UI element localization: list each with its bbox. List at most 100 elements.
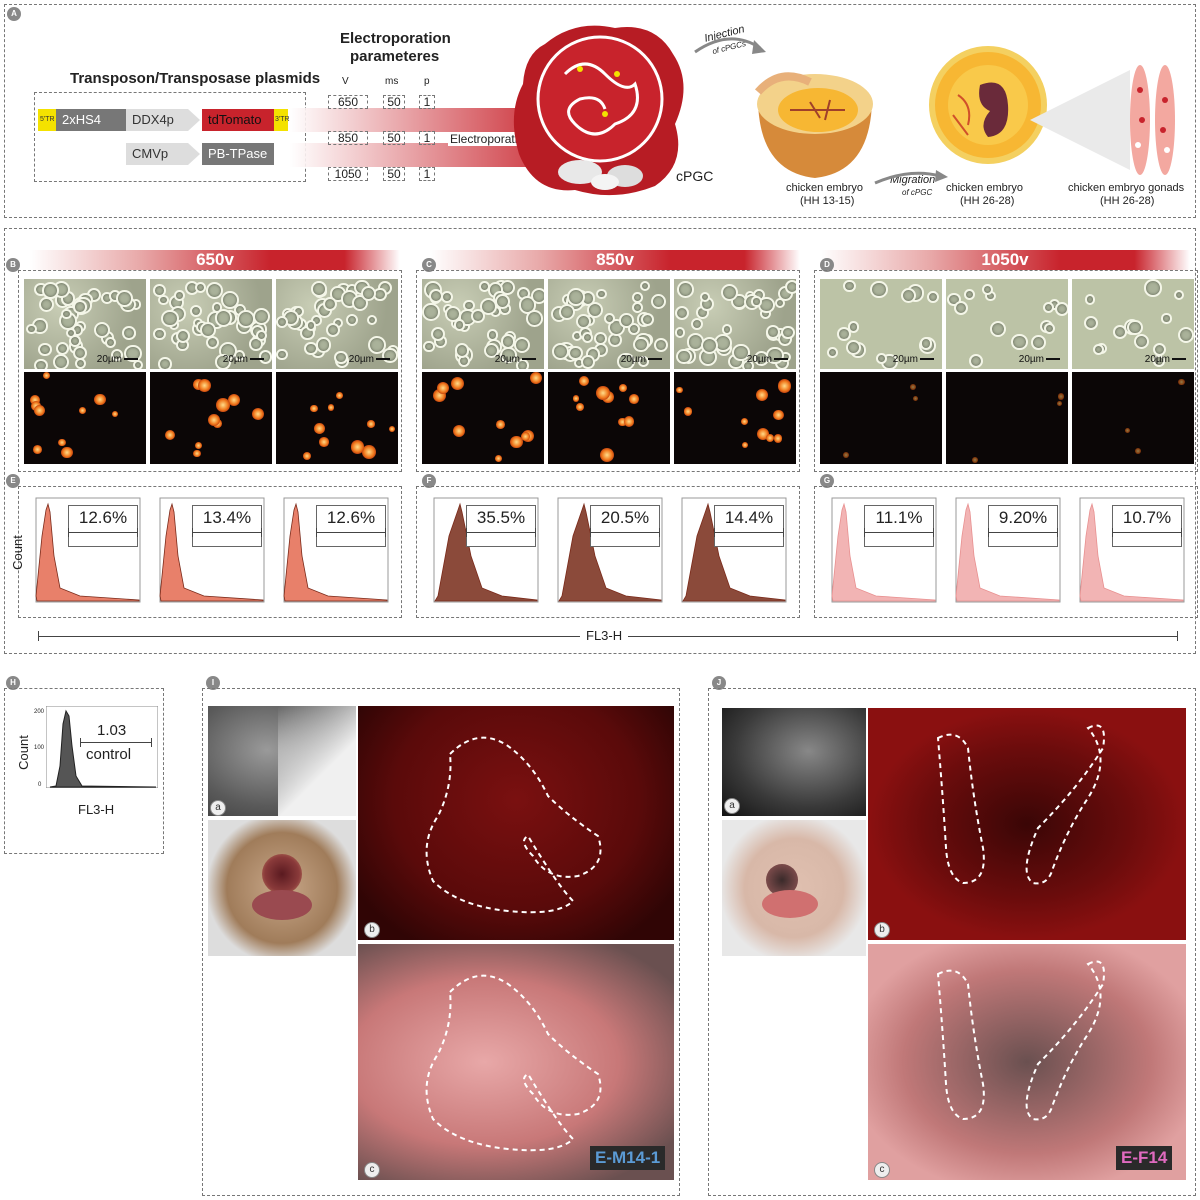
h-axis-label: FL3-H	[78, 802, 115, 817]
brightfield-image: 20µm	[24, 279, 146, 369]
scale-bar: 20µm	[893, 354, 934, 365]
fluorescence-image	[820, 372, 942, 464]
panel-label-e: E	[6, 474, 20, 488]
migration-label: Migration	[890, 174, 936, 186]
row1-v: 650	[328, 95, 368, 109]
band-1050v: 1050v	[820, 250, 1190, 270]
fluorescence-image	[548, 372, 670, 464]
col-ms: ms	[385, 76, 399, 87]
band-650v: 650v	[30, 250, 400, 270]
hs4-segment: 2xHS4	[56, 109, 126, 131]
h-ytick-0: 0	[38, 782, 42, 788]
gate-bar	[590, 528, 660, 537]
j-sub-a: a	[724, 798, 740, 814]
band-1050v-label: 1050v	[981, 250, 1029, 269]
panel-label-i: I	[206, 676, 220, 690]
j-c-gonad-outline	[936, 960, 1105, 1121]
scale-bar-label: 20µm	[222, 354, 248, 365]
panel-label-a: A	[7, 7, 21, 21]
histogram-curve	[35, 502, 140, 602]
panel-label-h: H	[6, 676, 20, 690]
gate-percentage: 11.1%	[864, 505, 934, 547]
gate-bar	[1112, 528, 1182, 537]
row3-v: 1050	[328, 167, 368, 181]
i-a-photo	[208, 706, 356, 816]
ddx4p-segment: DDX4p	[126, 109, 188, 131]
gate-bar	[316, 528, 386, 537]
brightfield-image: 20µm	[548, 279, 670, 369]
gate-percentage: 35.5%	[466, 505, 536, 547]
scale-bar-label: 20µm	[96, 354, 122, 365]
ep-title-1: Electroporation	[340, 30, 451, 47]
fluorescence-image	[674, 372, 796, 464]
i-c-merged	[358, 944, 674, 1180]
h-gate-bar	[80, 738, 152, 747]
scale-bar: 20µm	[621, 354, 662, 365]
scale-bar-label: 20µm	[1144, 354, 1170, 365]
of-cpgc-label: of cPGC	[902, 188, 933, 197]
scale-bar: 20µm	[1019, 354, 1060, 365]
histogram-curve	[283, 502, 388, 602]
j-b-gonad-outline	[936, 724, 1105, 885]
gate-percentage: 14.4%	[714, 505, 784, 547]
band-850v-label: 850v	[596, 250, 634, 269]
scale-bar: 20µm	[223, 354, 264, 365]
gonads-label: chicken embryo gonads	[1068, 182, 1185, 194]
tr3-segment: 3'TR	[274, 109, 290, 131]
j-embryo-photo	[722, 820, 866, 956]
scale-bar: 20µm	[349, 354, 390, 365]
gate-percentage: 10.7%	[1112, 505, 1182, 547]
scale-bar-label: 20µm	[494, 354, 520, 365]
gate-bar	[864, 528, 934, 537]
panel-d-frame	[814, 270, 1198, 472]
i-b-gonad-outline	[425, 736, 602, 914]
gate-percentage: 9.20%	[988, 505, 1058, 547]
fl3-axis-label: FL3-H	[580, 628, 629, 643]
histogram-curve	[831, 502, 936, 602]
gate-percentage: 12.6%	[68, 505, 138, 547]
row3-p: 1	[419, 167, 435, 181]
embryo-egg-1	[754, 72, 873, 178]
embryo2-stage: (HH 26-28)	[960, 195, 1015, 207]
gate-bar	[714, 528, 784, 537]
ddx4p-arrow	[188, 109, 200, 131]
embryo1-label: chicken embryo	[786, 182, 864, 194]
panel-f-frame	[416, 486, 800, 618]
scale-bar-label: 20µm	[746, 354, 772, 365]
i-tag: E-M14-1	[590, 1146, 666, 1170]
scale-bar: 20µm	[747, 354, 788, 365]
panel-label-d: D	[820, 258, 834, 272]
h-value: 1.03	[97, 722, 127, 739]
gonads-stage: (HH 26-28)	[1100, 195, 1155, 207]
gate-bar	[466, 528, 536, 537]
h-control-label: control	[86, 746, 132, 763]
h-ytick-200: 200	[34, 709, 45, 715]
plasmids-box	[34, 92, 306, 182]
h-count-label: Count	[15, 735, 31, 770]
cpgc-label: cPGC	[676, 168, 714, 184]
cmvp-segment: CMVp	[126, 143, 188, 165]
count-label: Count	[9, 535, 25, 570]
fluorescence-image	[422, 372, 544, 464]
embryo-egg-2	[929, 46, 1047, 164]
i-sub-a: a	[210, 800, 226, 816]
panel-label-c: C	[422, 258, 436, 272]
tdtomato-segment: tdTomato	[202, 109, 274, 131]
panel-label-b: B	[6, 258, 20, 272]
j-sub-b: b	[874, 922, 890, 938]
sweep-2	[290, 143, 550, 167]
panel-c-frame	[416, 270, 800, 472]
fl3-axis-left-tick	[38, 631, 39, 641]
i-sub-b: b	[364, 922, 380, 938]
pbtpase-segment: PB-TPase	[202, 143, 274, 165]
band-650v-label: 650v	[196, 250, 234, 269]
brightfield-image: 20µm	[674, 279, 796, 369]
row1-p: 1	[419, 95, 435, 109]
panels-bg-frame	[4, 228, 1196, 654]
h-histogram	[46, 706, 158, 788]
i-sub-c: c	[364, 1162, 380, 1178]
band-850v: 850v	[430, 250, 800, 270]
i-b-fluorescence	[358, 706, 674, 940]
panel-label-f: F	[422, 474, 436, 488]
histogram-curve	[1079, 502, 1184, 602]
